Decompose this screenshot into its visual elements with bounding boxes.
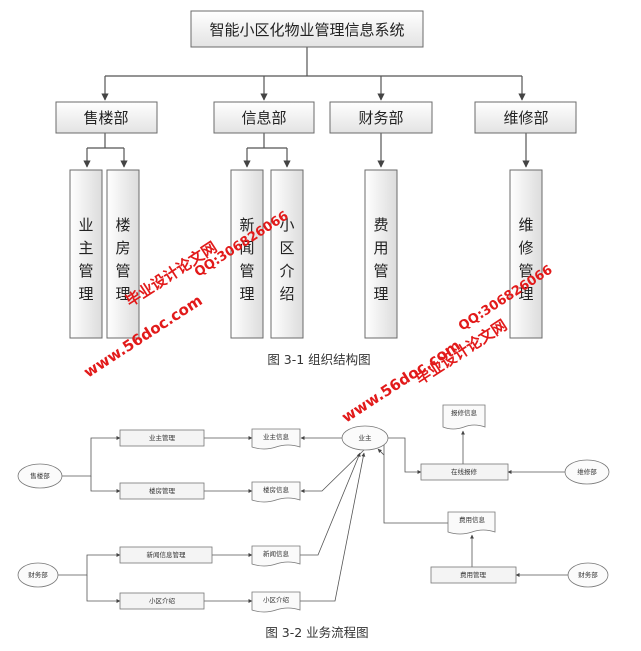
org-leaf-building-mgmt-label: 楼房管理 — [115, 216, 130, 303]
flow-doc-owner-info-label: 业主信息 — [263, 432, 290, 441]
watermarks: www.56doc.com QQ:306826066 毕业设计论文网 www.5… — [80, 209, 555, 427]
flow-proc-fee-mgmt-label: 费用管理 — [460, 570, 487, 579]
flow-edge-finance-news — [58, 553, 121, 576]
org-leaf-fee-mgmt — [364, 169, 398, 339]
flow-proc-online-repair — [420, 463, 509, 481]
org-root-connector — [105, 47, 522, 77]
org-dept-sales — [55, 101, 158, 134]
flow-chart: 售楼部 财务部 业主 维修部 财务部 业主管理 楼房管理 新闻信息管理 小区介绍… — [17, 404, 610, 640]
org-leaf-intro — [270, 169, 304, 339]
flow-node-finance — [17, 562, 59, 588]
flow-doc-repair-info — [442, 404, 486, 430]
org-dept-info-label: 信息部 — [241, 109, 286, 127]
org-root-box — [190, 10, 424, 48]
org-leaf-labels: 业主管理 楼房管理 新闻管理 小区介绍 费用管理 维修管理 — [78, 216, 533, 303]
flow-doc-intro-label: 小区介绍 — [263, 595, 290, 604]
flow-proc-building-mgmt — [119, 482, 205, 500]
org-caption: 图 3-1 组织结构图 — [267, 352, 370, 367]
flow-doc-building-info — [251, 481, 301, 503]
flow-proc-online-repair-label: 在线报修 — [451, 467, 478, 476]
flow-proc-owner-mgmt — [119, 429, 205, 447]
org-chart: 智能小区化物业管理信息系统 售楼部 信息部 财务部 维修部 业主管理 楼房管理 … — [55, 10, 577, 367]
org-root-label: 智能小区化物业管理信息系统 — [209, 21, 404, 39]
flow-edge-finance-intro — [86, 575, 121, 603]
org-dept-finance-label: 财务部 — [358, 109, 403, 127]
org-leaf-news-mgmt — [230, 169, 264, 339]
org-dept-sales-label: 售楼部 — [83, 109, 128, 127]
flow-doc-intro — [251, 591, 301, 613]
flow-proc-news-mgmt-label: 新闻信息管理 — [147, 550, 187, 559]
org-info-connector — [247, 133, 287, 149]
flow-proc-news-mgmt — [119, 546, 213, 564]
flow-edge-sales-owner-mgmt — [62, 436, 121, 477]
flow-doc-fee-info — [447, 511, 496, 535]
flow-proc-building-mgmt-label: 楼房管理 — [149, 486, 176, 495]
flow-edge-news-to-owner — [300, 452, 361, 556]
org-dept-repair — [474, 101, 577, 134]
flow-node-repair-dept — [564, 459, 610, 485]
flow-node-finance-right-label: 财务部 — [578, 570, 598, 579]
org-leaf-owner-mgmt-label: 业主管理 — [78, 216, 93, 303]
flow-node-owner — [341, 425, 389, 451]
org-leaf-fee-mgmt-label: 费用管理 — [373, 216, 388, 303]
flow-doc-owner-info — [251, 428, 301, 450]
flow-proc-owner-mgmt-label: 业主管理 — [149, 433, 176, 442]
flow-doc-fee-info-label: 费用信息 — [459, 515, 486, 524]
flow-proc-fee-mgmt — [430, 566, 517, 584]
flow-node-sales — [17, 463, 63, 489]
flow-edge-owner-to-building — [300, 448, 366, 493]
flow-edge-owner-online-repair — [388, 437, 422, 474]
flow-edge-fee-to-owner-line — [383, 442, 448, 524]
org-dept-repair-label: 维修部 — [503, 109, 548, 127]
org-leaf-intro-label: 小区介绍 — [279, 216, 294, 303]
org-sales-connector — [87, 133, 124, 149]
flow-doc-repair-info-label: 报修信息 — [451, 408, 478, 417]
flow-node-finance-label: 财务部 — [28, 570, 48, 579]
flow-node-finance-right — [567, 562, 609, 588]
flow-proc-intro-label: 小区介绍 — [149, 596, 176, 605]
flow-edge-intro-to-owner — [300, 452, 366, 602]
flow-doc-building-info-label: 楼房信息 — [263, 485, 290, 494]
flow-node-repair-dept-label: 维修部 — [577, 467, 597, 476]
org-leaf-building-mgmt — [106, 169, 140, 339]
flow-caption: 图 3-2 业务流程图 — [265, 625, 368, 640]
flow-doc-news-info-label: 新闻信息 — [263, 549, 290, 558]
org-leaf-owner-mgmt — [69, 169, 103, 339]
flow-node-owner-label: 业主 — [359, 433, 373, 442]
org-leaf-repair-mgmt-label: 维修管理 — [518, 216, 533, 303]
org-leaf-news-mgmt-label: 新闻管理 — [239, 216, 254, 303]
flow-doc-news-info — [251, 545, 301, 567]
org-leaf-repair-mgmt — [509, 169, 543, 339]
flow-edge-sales-building-mgmt — [90, 476, 121, 493]
org-dept-info — [213, 101, 315, 134]
flow-edge-fee-to-owner-head — [377, 448, 385, 456]
org-dept-finance — [329, 101, 433, 134]
flow-node-sales-label: 售楼部 — [30, 471, 50, 480]
flow-proc-intro — [119, 592, 205, 610]
